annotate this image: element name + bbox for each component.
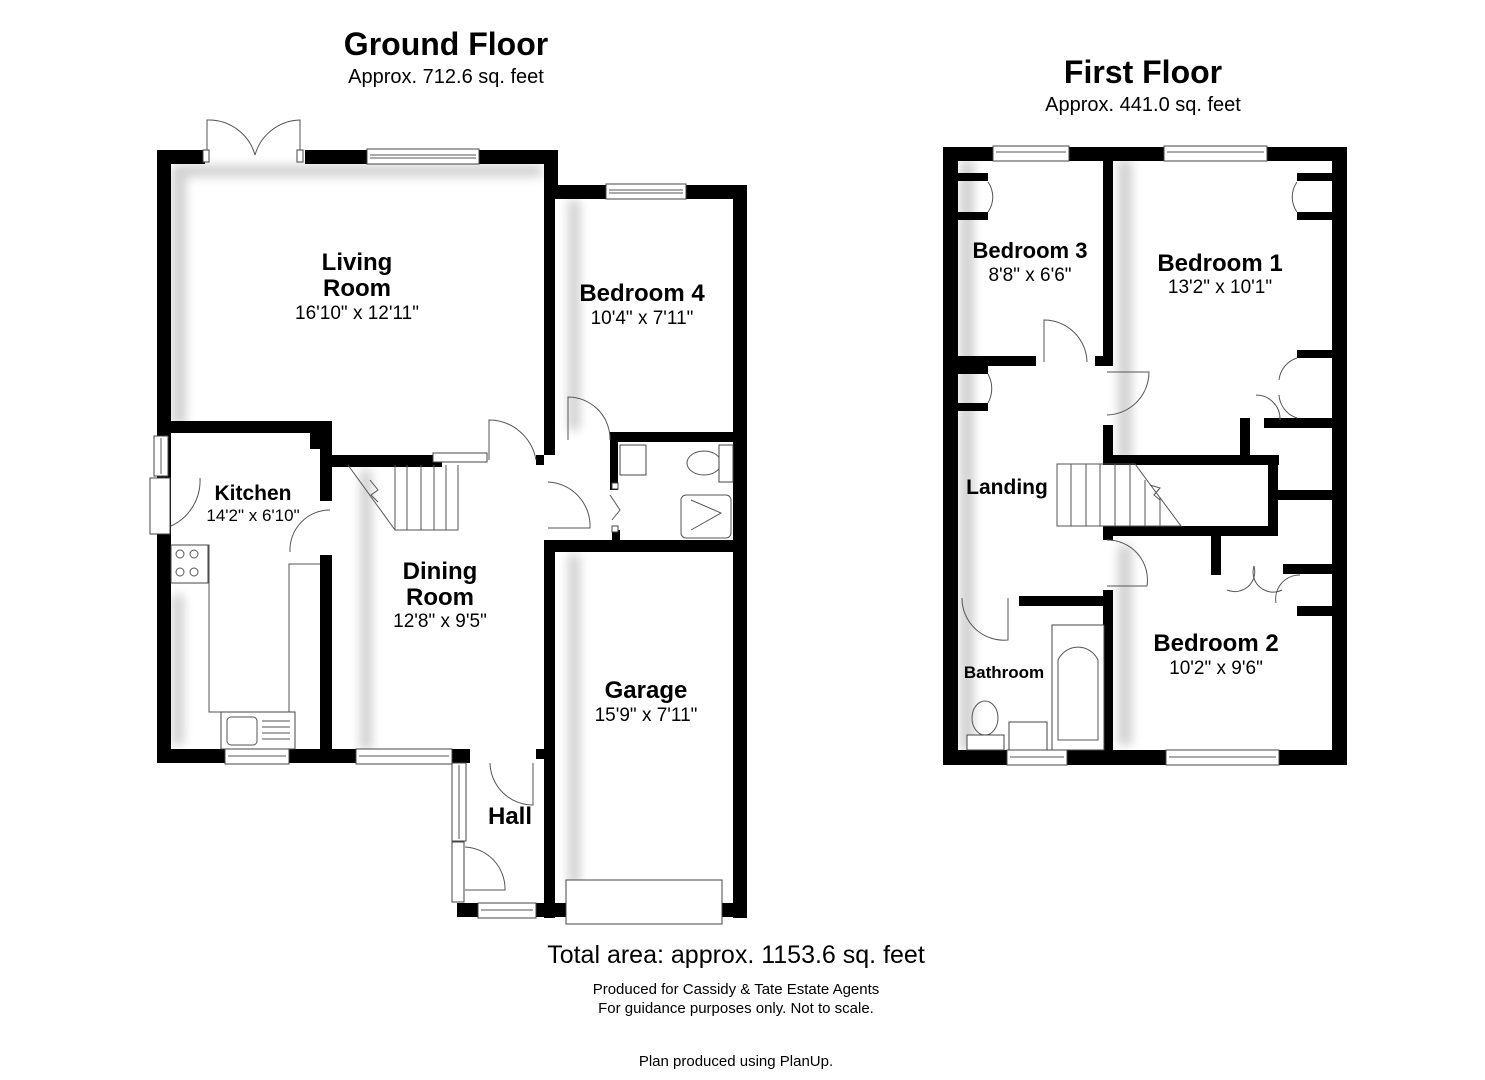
french-doors bbox=[202, 119, 304, 163]
door bbox=[170, 477, 201, 527]
hall-label: Hall bbox=[488, 803, 532, 830]
kitchen-label: Kitchen bbox=[214, 482, 291, 505]
window bbox=[1006, 749, 1068, 766]
living-room-dims: 16'10" x 12'11" bbox=[295, 303, 419, 324]
kitchen-units bbox=[170, 544, 320, 750]
ground-floor-title: Ground Floor bbox=[343, 26, 549, 62]
staircase bbox=[1056, 463, 1182, 527]
door bbox=[1106, 539, 1148, 587]
software-credit: Plan produced using PlanUp. bbox=[638, 1053, 834, 1070]
living-room-label: Room bbox=[323, 275, 391, 302]
bedroom-1-dims: 13'2" x 10'1" bbox=[1168, 277, 1272, 298]
door bbox=[289, 509, 331, 553]
door bbox=[567, 396, 611, 441]
first-floor-title: First Floor bbox=[1063, 54, 1223, 90]
door bbox=[547, 481, 591, 529]
door bbox=[1043, 319, 1088, 363]
window bbox=[153, 435, 169, 477]
window bbox=[605, 183, 687, 200]
garage-label: Garage bbox=[605, 677, 688, 704]
staircase bbox=[347, 452, 488, 531]
wardrobe-door bbox=[1255, 394, 1281, 421]
window bbox=[366, 148, 480, 165]
dining-room-label: Room bbox=[406, 584, 474, 611]
door bbox=[488, 419, 537, 461]
window bbox=[451, 762, 467, 842]
dining-room-label: Dining bbox=[403, 558, 478, 585]
landing-label: Landing bbox=[966, 476, 1048, 499]
bathroom-fixtures bbox=[966, 624, 1105, 751]
bedroom-3-dims: 8'8" x 6'6" bbox=[988, 265, 1071, 286]
wardrobe-door bbox=[1226, 565, 1283, 593]
bedroom-4-label: Bedroom 4 bbox=[579, 280, 705, 307]
first-floor-area: Approx. 441.0 sq. feet bbox=[1045, 94, 1241, 116]
dining-room-dims: 12'8" x 9'5" bbox=[393, 611, 487, 632]
bifold-door bbox=[609, 494, 621, 521]
door bbox=[1106, 371, 1150, 416]
bathroom-label: Bathroom bbox=[964, 663, 1044, 682]
bedroom-4-dims: 10'4" x 7'11" bbox=[591, 308, 694, 329]
wardrobe-door bbox=[987, 181, 994, 213]
produced-for-text: Produced for Cassidy & Tate Estate Agent… bbox=[592, 981, 880, 998]
wardrobe-door bbox=[1275, 574, 1301, 604]
wardrobe-door bbox=[1291, 181, 1298, 213]
first-floor-plan: Bedroom 3 8'8" x 6'6" Bedroom 1 13'2" x … bbox=[943, 145, 1347, 766]
bedroom-3-label: Bedroom 3 bbox=[973, 238, 1088, 263]
window bbox=[355, 748, 453, 765]
garage-dims: 15'9" x 7'11" bbox=[595, 705, 698, 726]
total-area: Total area: approx. 1153.6 sq. feet bbox=[547, 941, 925, 969]
window bbox=[224, 748, 290, 765]
disclaimer-text: For guidance purposes only. Not to scale… bbox=[598, 1000, 874, 1017]
garage-door bbox=[565, 879, 723, 925]
door bbox=[464, 846, 506, 891]
ground-floor-plan: Living Room 16'10" x 12'11" Bedroom 4 10… bbox=[149, 119, 747, 925]
door bbox=[961, 597, 1009, 641]
window bbox=[477, 902, 537, 919]
door bbox=[489, 762, 534, 806]
wardrobe-door bbox=[1278, 357, 1298, 419]
window bbox=[1163, 145, 1268, 162]
bedroom-2-dims: 10'2" x 9'6" bbox=[1169, 658, 1263, 679]
wardrobe-door bbox=[987, 373, 993, 404]
window bbox=[992, 145, 1070, 162]
kitchen-dims: 14'2" x 6'10" bbox=[206, 506, 299, 525]
bedroom-1-label: Bedroom 1 bbox=[1157, 250, 1282, 277]
shower-room-fixtures bbox=[619, 444, 734, 539]
ground-floor-area: Approx. 712.6 sq. feet bbox=[348, 66, 544, 88]
living-room-label: Living bbox=[322, 249, 393, 276]
window bbox=[1165, 749, 1280, 766]
bedroom-2-label: Bedroom 2 bbox=[1153, 630, 1278, 657]
